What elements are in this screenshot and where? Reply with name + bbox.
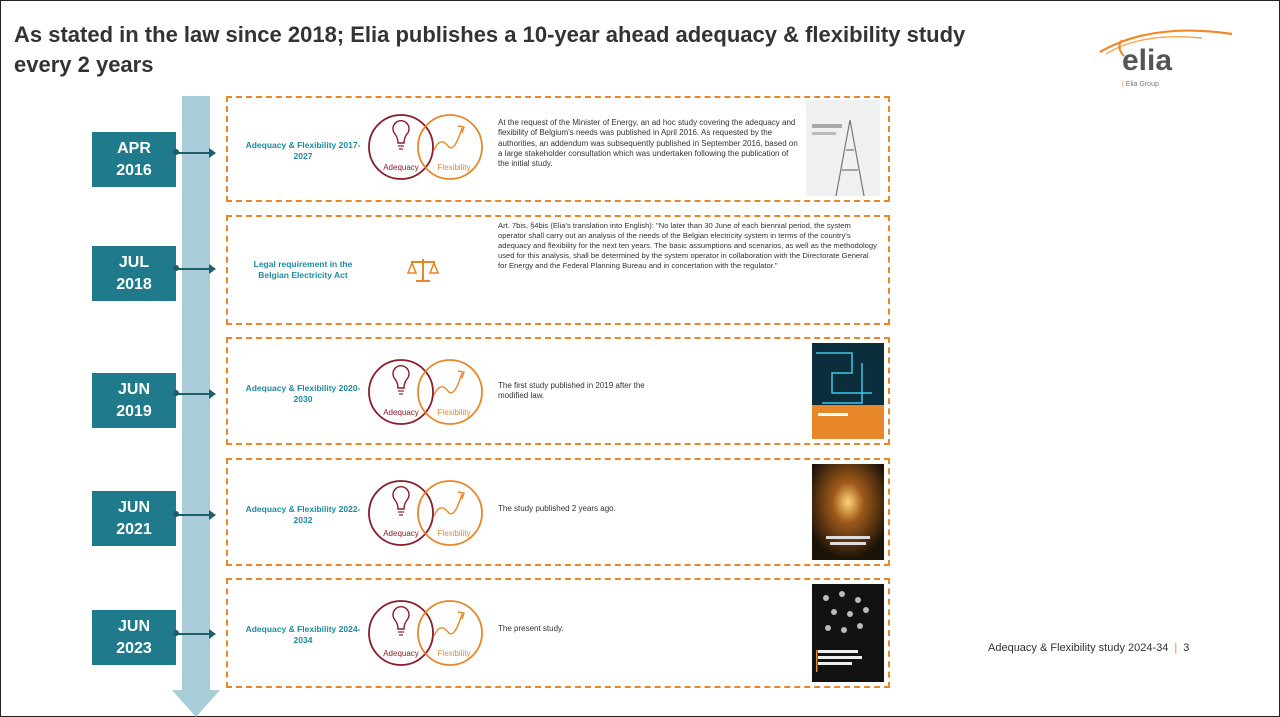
timeline-connector <box>173 148 216 158</box>
svg-text:Flexibility: Flexibility <box>438 408 471 417</box>
entry-label: Adequacy & Flexibility 2017-2027 <box>245 140 361 161</box>
logo-group-bar: | <box>1122 81 1124 88</box>
date-badge: JUN 2021 <box>92 491 176 546</box>
entry-label: Adequacy & Flexibility 2020-2030 <box>245 383 361 404</box>
timeline-entry: Adequacy & Flexibility 2020-2030 Adequac… <box>226 337 890 445</box>
svg-text:Adequacy: Adequacy <box>383 649 419 658</box>
entry-text: Art. 7bis, §4bis (Elia's translation int… <box>498 221 877 270</box>
elia-logo: elia | Elia Group <box>1092 26 1242 96</box>
footer-separator: | <box>1174 642 1178 654</box>
svg-text:Adequacy: Adequacy <box>383 408 419 417</box>
date-month: APR <box>117 139 151 157</box>
svg-text:Flexibility: Flexibility <box>438 163 471 172</box>
date-year: 2019 <box>116 402 152 420</box>
adequacy-flexibility-venn-icon: Adequacy Flexibility <box>368 600 483 666</box>
footer: Adequacy & Flexibility study 2024-34 | 3 <box>988 642 1189 654</box>
study-cover-thumbnail <box>812 464 884 560</box>
timeline-connector <box>173 629 216 639</box>
timeline-connector <box>173 510 216 520</box>
page-number: 3 <box>1183 642 1190 654</box>
timeline-entry: Adequacy & Flexibility 2024-2034 Adequac… <box>226 578 890 688</box>
date-badge: JUN 2023 <box>92 610 176 665</box>
timeline-entry: Adequacy & Flexibility 2022-2032 Adequac… <box>226 458 890 566</box>
logo-group-label: | Elia Group <box>1122 81 1159 88</box>
study-cover-thumbnail <box>812 584 884 682</box>
page-title: As stated in the law since 2018; Elia pu… <box>14 22 966 77</box>
date-badge: APR 2016 <box>92 132 176 187</box>
timeline-arrow-head <box>172 690 220 717</box>
timeline-connector <box>173 389 216 399</box>
date-month: JUN <box>117 617 150 635</box>
study-cover-thumbnail <box>806 100 880 196</box>
entry-label: Adequacy & Flexibility 2024-2034 <box>245 624 361 645</box>
date-month: JUL <box>118 253 150 271</box>
date-year: 2016 <box>116 161 152 179</box>
svg-text:Flexibility: Flexibility <box>438 649 471 658</box>
timeline-entry: Adequacy & Flexibility 2017-2027 Adequac… <box>226 96 890 202</box>
timeline-entry: Legal requirement in the Belgian Electri… <box>226 215 890 325</box>
svg-text:Adequacy: Adequacy <box>383 163 419 172</box>
timeline-connector <box>173 264 216 274</box>
date-month: JUN <box>117 380 150 398</box>
adequacy-flexibility-venn-icon: Adequacy Flexibility <box>368 480 483 546</box>
date-year: 2023 <box>116 639 152 657</box>
entry-label: Legal requirement in the Belgian Electri… <box>253 259 353 280</box>
date-year: 2018 <box>116 275 152 293</box>
svg-text:Flexibility: Flexibility <box>438 529 471 538</box>
date-badge: JUL 2018 <box>92 246 176 301</box>
date-year: 2021 <box>116 520 152 538</box>
svg-text:Adequacy: Adequacy <box>383 529 419 538</box>
entry-text: At the request of the Minister of Energy… <box>498 118 798 169</box>
date-badge: JUN 2019 <box>92 373 176 428</box>
entry-label: Adequacy & Flexibility 2022-2032 <box>245 504 361 525</box>
entry-text: The first study published in 2019 after … <box>498 381 645 401</box>
logo-wordmark: elia <box>1122 44 1173 77</box>
entry-text: The study published 2 years ago. <box>498 504 616 513</box>
entry-text: The present study. <box>498 624 564 633</box>
adequacy-flexibility-venn-icon: Adequacy Flexibility <box>368 359 483 425</box>
logo-group-text: Elia Group <box>1125 81 1159 88</box>
legal-scales-icon <box>406 259 440 282</box>
logo-swoosh-icon <box>1099 29 1233 57</box>
study-cover-thumbnail <box>812 343 884 439</box>
footer-study-name: Adequacy & Flexibility study 2024-34 <box>988 642 1169 654</box>
adequacy-flexibility-venn-icon: Adequacy Flexibility <box>368 114 483 180</box>
date-month: JUN <box>117 498 150 516</box>
